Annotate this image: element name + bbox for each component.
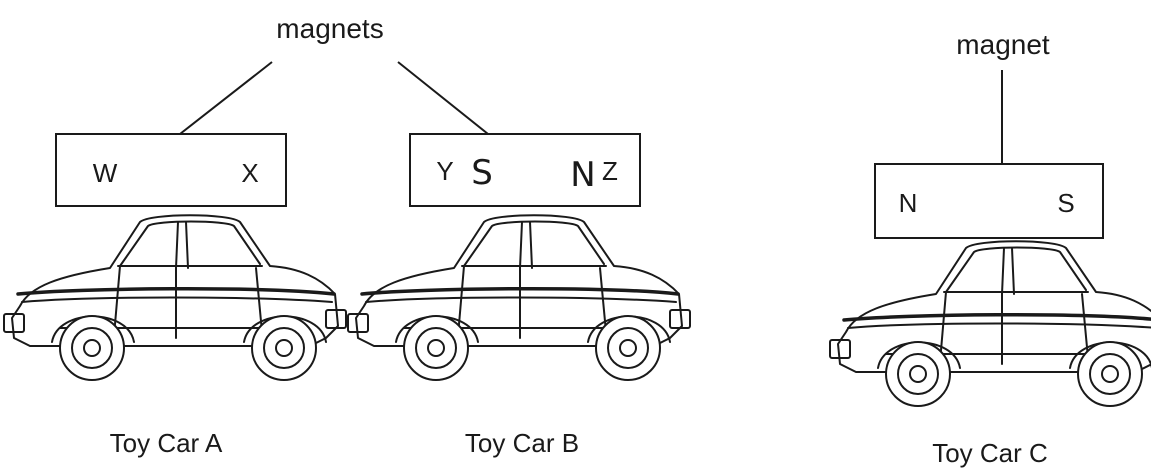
- magnet-c-bar: [874, 163, 1104, 239]
- magnet-b-handwritten-south: S: [471, 153, 493, 193]
- magnets-label: magnets: [276, 13, 383, 44]
- leader-line-magnet-a: [179, 61, 273, 135]
- magnet-b-handwritten-north: N: [570, 155, 595, 195]
- toy-car-c-caption: Toy Car C: [932, 438, 1048, 468]
- toy-car-a-drawing: [2, 213, 348, 382]
- magnet-b-bar: [409, 133, 641, 207]
- toy-car-b-caption: Toy Car B: [465, 428, 579, 458]
- magnet-b-right-pole-label: Z: [602, 156, 618, 186]
- toy-car-b-drawing: [346, 213, 692, 382]
- magnet-label: magnet: [956, 29, 1050, 60]
- toy-car-a-caption: Toy Car A: [110, 428, 223, 458]
- magnet-a-right-pole-label: X: [241, 158, 258, 188]
- magnet-a-left-pole-label: W: [93, 158, 118, 188]
- leader-line-magnet-b: [397, 61, 489, 135]
- magnet-a: W X: [55, 133, 287, 207]
- magnet-a-bar: [55, 133, 287, 207]
- magnet-c: N S: [874, 163, 1104, 239]
- magnet-b: Y S N Z: [409, 133, 641, 207]
- magnet-c-left-pole-label: N: [899, 188, 918, 218]
- magnet-c-right-pole-label: S: [1057, 188, 1074, 218]
- toy-car-c-drawing: [828, 239, 1151, 408]
- magnet-b-left-pole-label: Y: [436, 156, 453, 186]
